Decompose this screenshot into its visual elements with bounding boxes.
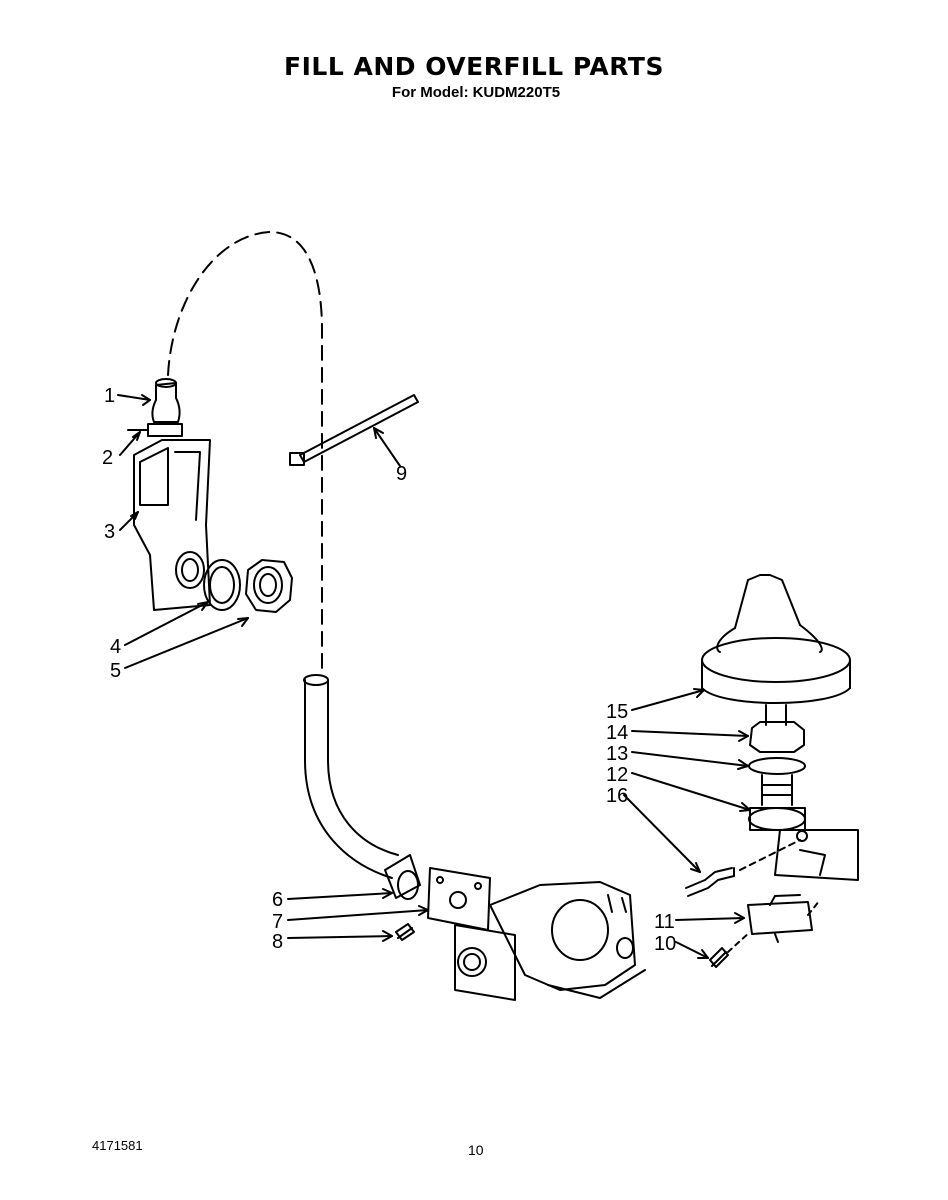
float-stem-nut xyxy=(749,704,805,753)
callout-9: 9 xyxy=(396,463,407,485)
callout-5: 5 xyxy=(110,660,121,682)
callout-16: 16 xyxy=(606,785,628,807)
callout-14: 14 xyxy=(606,722,628,744)
fill-funnel-nozzle xyxy=(151,378,181,423)
page-number: 10 xyxy=(468,1142,484,1158)
float-switch-bracket xyxy=(774,829,859,881)
document-number: 4171581 xyxy=(92,1138,143,1153)
float-washer xyxy=(748,757,806,775)
callout-labels: 1 2 3 4 5 9 6 7 8 15 14 13 12 16 11 10 xyxy=(102,385,676,955)
callout-8: 8 xyxy=(272,931,283,953)
gasket xyxy=(175,551,241,611)
float xyxy=(701,574,851,704)
callout-6: 6 xyxy=(272,889,283,911)
valve-mounting-bracket xyxy=(427,867,491,931)
callout-4: 4 xyxy=(110,636,121,658)
callout-11: 11 xyxy=(654,911,675,933)
float-actuator xyxy=(685,839,801,897)
float-housing xyxy=(748,774,806,831)
page-title: FILL AND OVERFILL PARTS xyxy=(284,52,664,81)
inlet-hose-clamp xyxy=(384,854,421,900)
model-number: KUDM220T5 xyxy=(472,84,561,101)
callout-7: 7 xyxy=(272,911,283,933)
callout-10: 10 xyxy=(654,933,676,955)
float-switch xyxy=(747,894,821,943)
switch-screw xyxy=(709,931,751,968)
callout-3: 3 xyxy=(104,521,115,543)
leader-lines xyxy=(117,394,751,959)
hose-clamp xyxy=(127,423,183,437)
water-valve xyxy=(454,881,646,1001)
model-subtitle: For Model:KUDM220T5 xyxy=(0,84,948,101)
callout-13: 13 xyxy=(606,743,628,765)
funnel-nut xyxy=(245,559,293,613)
callout-2: 2 xyxy=(102,447,113,469)
callout-12: 12 xyxy=(606,764,628,786)
callout-15: 15 xyxy=(606,701,628,723)
cable-tie xyxy=(289,394,419,466)
model-label: For Model: xyxy=(391,84,469,101)
callout-1: 1 xyxy=(104,385,115,407)
valve-screw xyxy=(395,923,415,941)
hose-routing-path xyxy=(167,231,323,671)
inlet-hose xyxy=(303,674,399,879)
